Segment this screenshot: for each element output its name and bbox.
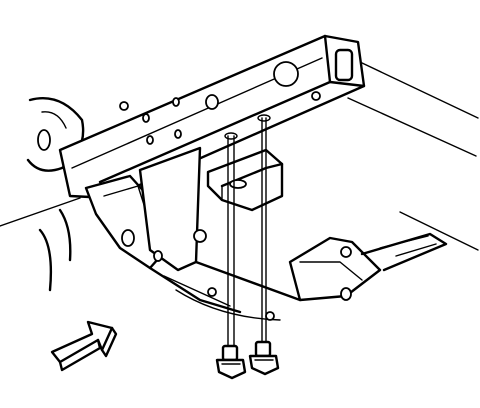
bolt-right (248, 340, 280, 376)
bolt-left (215, 344, 247, 380)
mounting-bracket (206, 148, 284, 212)
right-side-member (288, 232, 448, 302)
crossmember (84, 146, 342, 321)
direction-arrow (50, 320, 118, 372)
bolt-guide-lines (224, 114, 271, 351)
perspective-lines (0, 61, 479, 251)
frame-rail (58, 34, 366, 200)
